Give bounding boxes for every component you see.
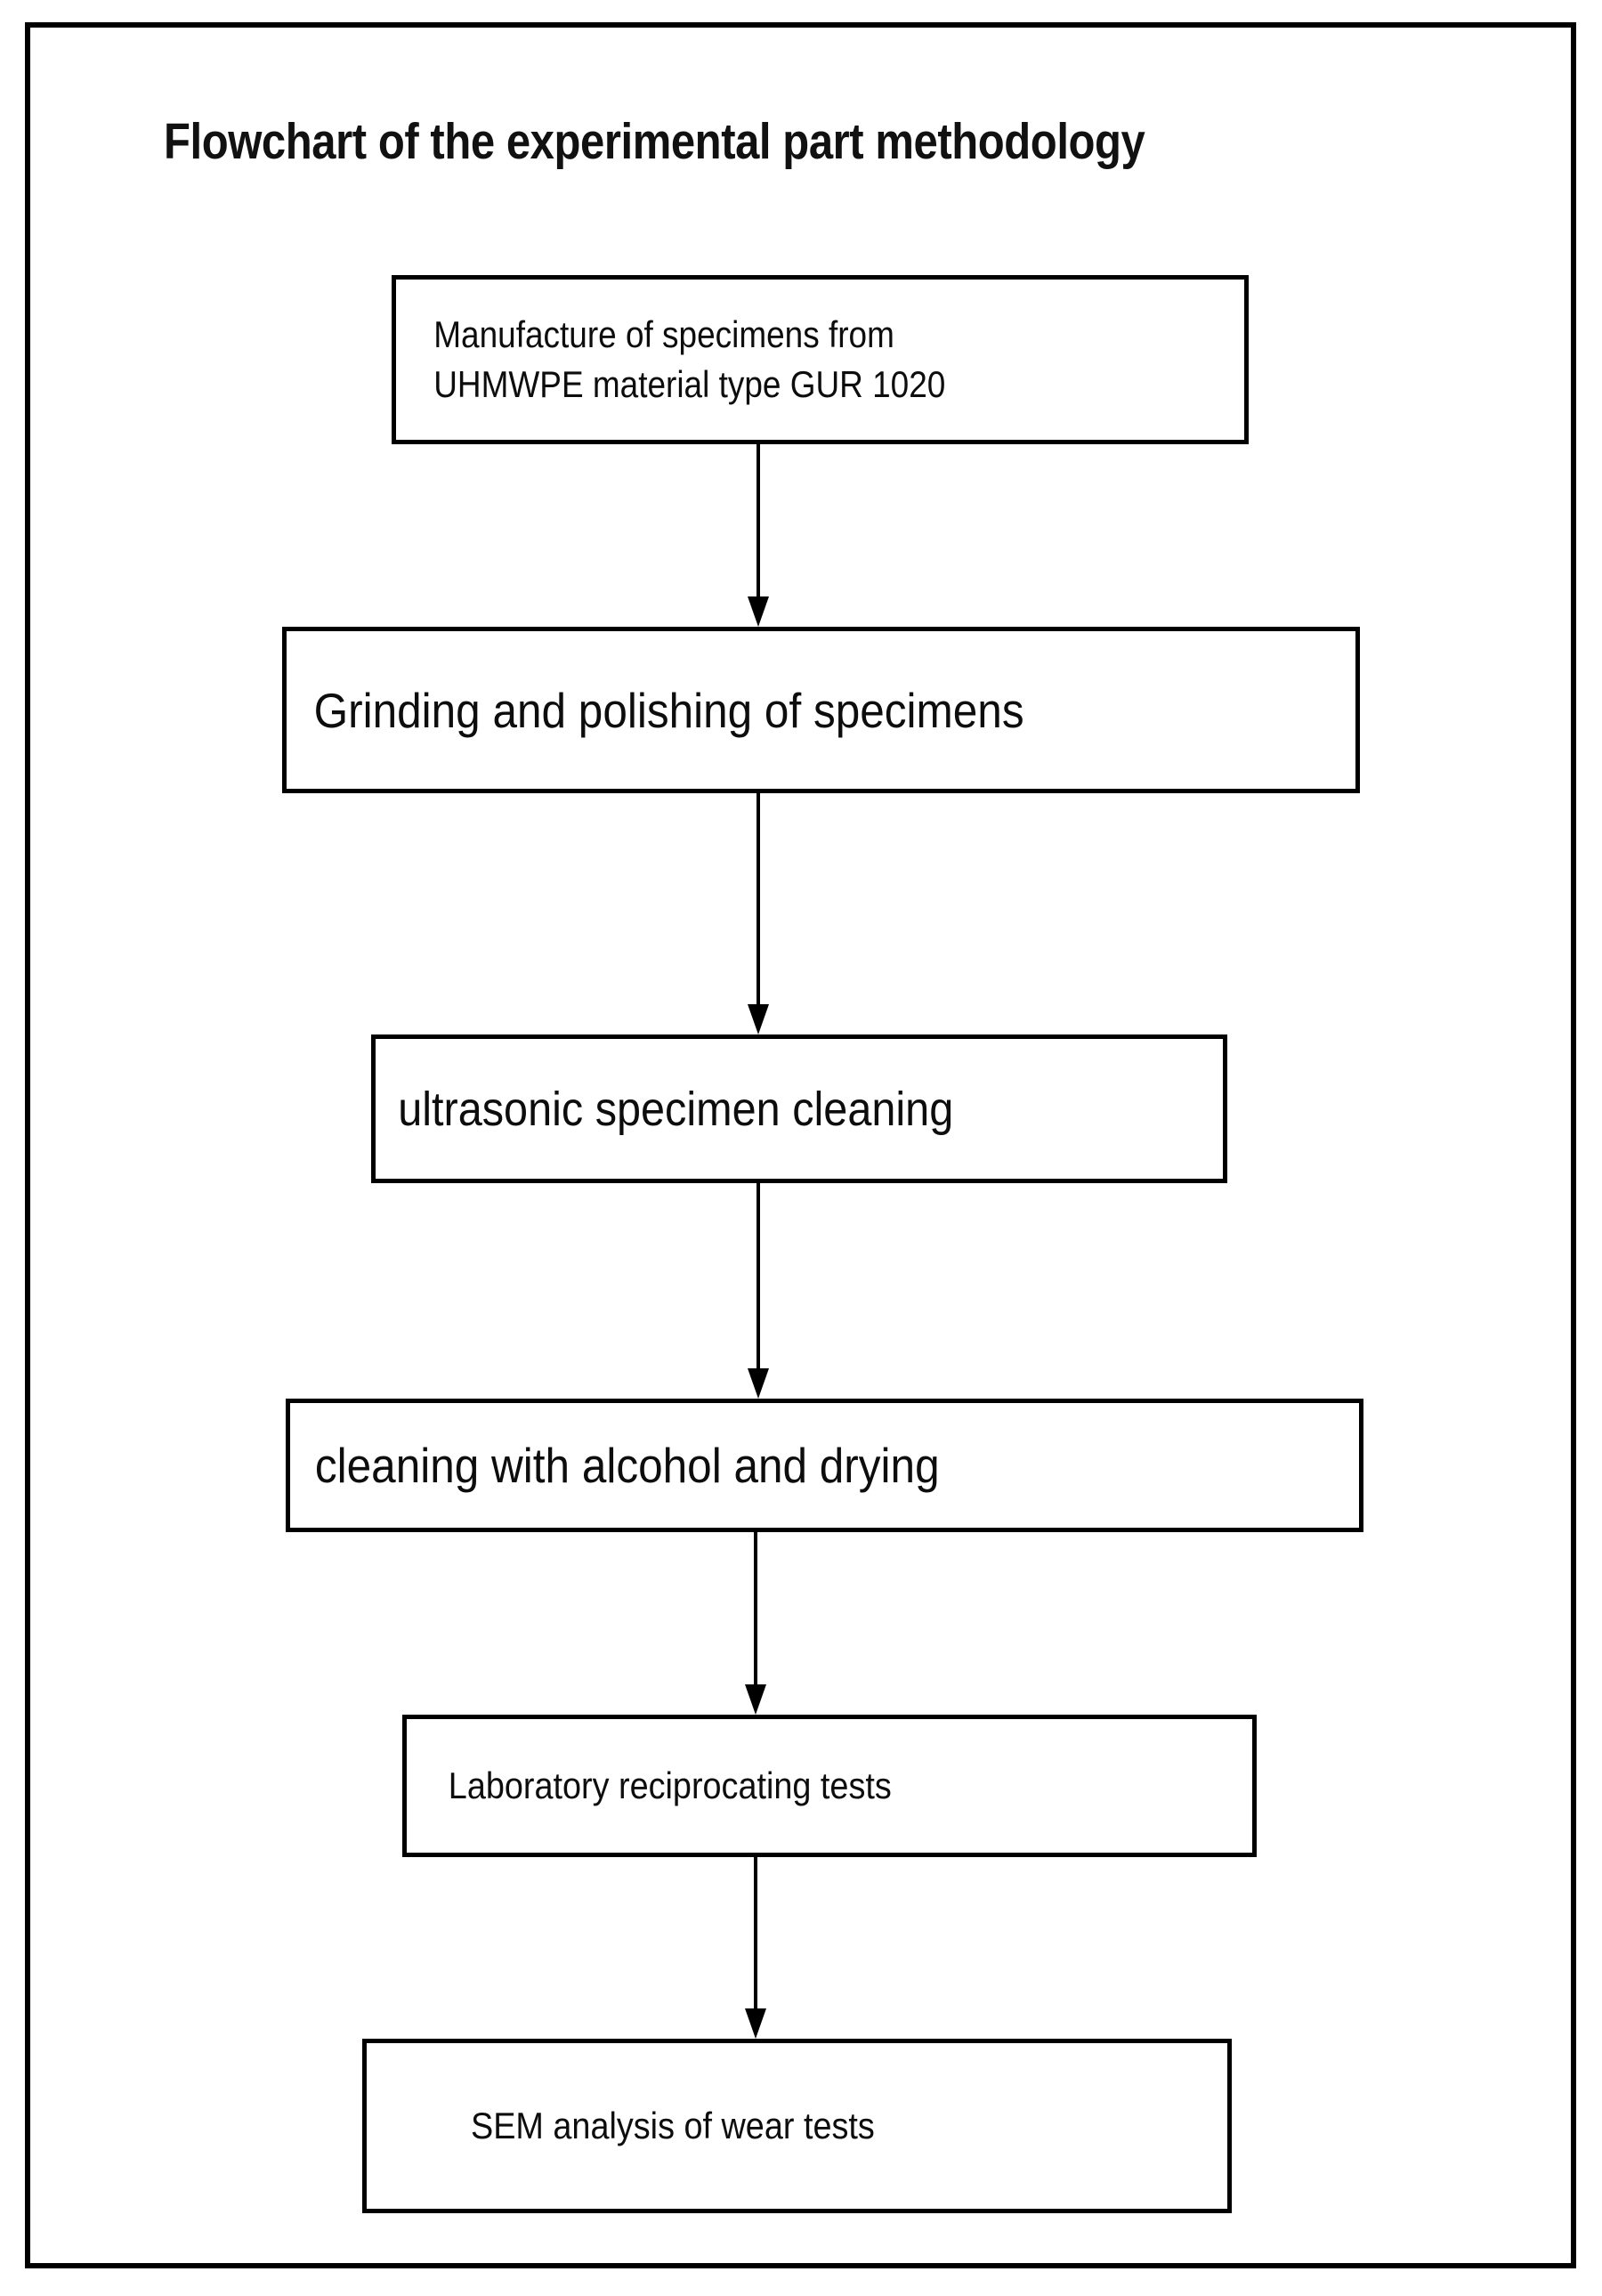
flowchart-node-6: SEM analysis of wear tests [362,2039,1232,2213]
flowchart-node-4-label: cleaning with alcohol and drying [314,1438,940,1493]
flowchart-node-3: ultrasonic specimen cleaning [371,1034,1227,1183]
arrow-head-icon [748,596,769,627]
arrow-shaft [754,1532,757,1684]
flowchart-node-6-label: SEM analysis of wear tests [471,2105,875,2146]
flowchart-node-1-label: Manufacture of specimens from UHMWPE mat… [433,313,946,405]
flowchart-node-3-label: ultrasonic specimen cleaning [398,1082,954,1136]
arrow-head-icon [748,1004,769,1034]
arrow-shaft [756,793,760,1004]
arrow-head-icon [748,1368,769,1399]
arrow-shaft [756,444,760,596]
arrow-head-icon [745,1684,766,1715]
flowchart-node-1: Manufacture of specimens from UHMWPE mat… [392,275,1249,444]
flowchart-arrow-1 [748,444,769,627]
flowchart-node-2-label: Grinding and polishing of specimens [313,682,1024,738]
arrow-shaft [754,1857,757,2008]
flowchart-node-4: cleaning with alcohol and drying [286,1399,1363,1532]
arrow-shaft [756,1183,760,1368]
flowchart-node-5: Laboratory reciprocating tests [402,1715,1257,1857]
flowchart-arrow-3 [748,1183,769,1399]
flowchart-arrow-4 [745,1532,766,1715]
flowchart-node-2: Grinding and polishing of specimens [282,627,1360,793]
arrow-head-icon [745,2008,766,2039]
flowchart-arrow-5 [745,1857,766,2039]
figure-title: Flowchart of the experimental part metho… [164,113,1145,170]
flowchart-node-5-label: Laboratory reciprocating tests [448,1765,892,1806]
flowchart-arrow-2 [748,793,769,1034]
figure-frame: Flowchart of the experimental part metho… [25,22,1576,2268]
